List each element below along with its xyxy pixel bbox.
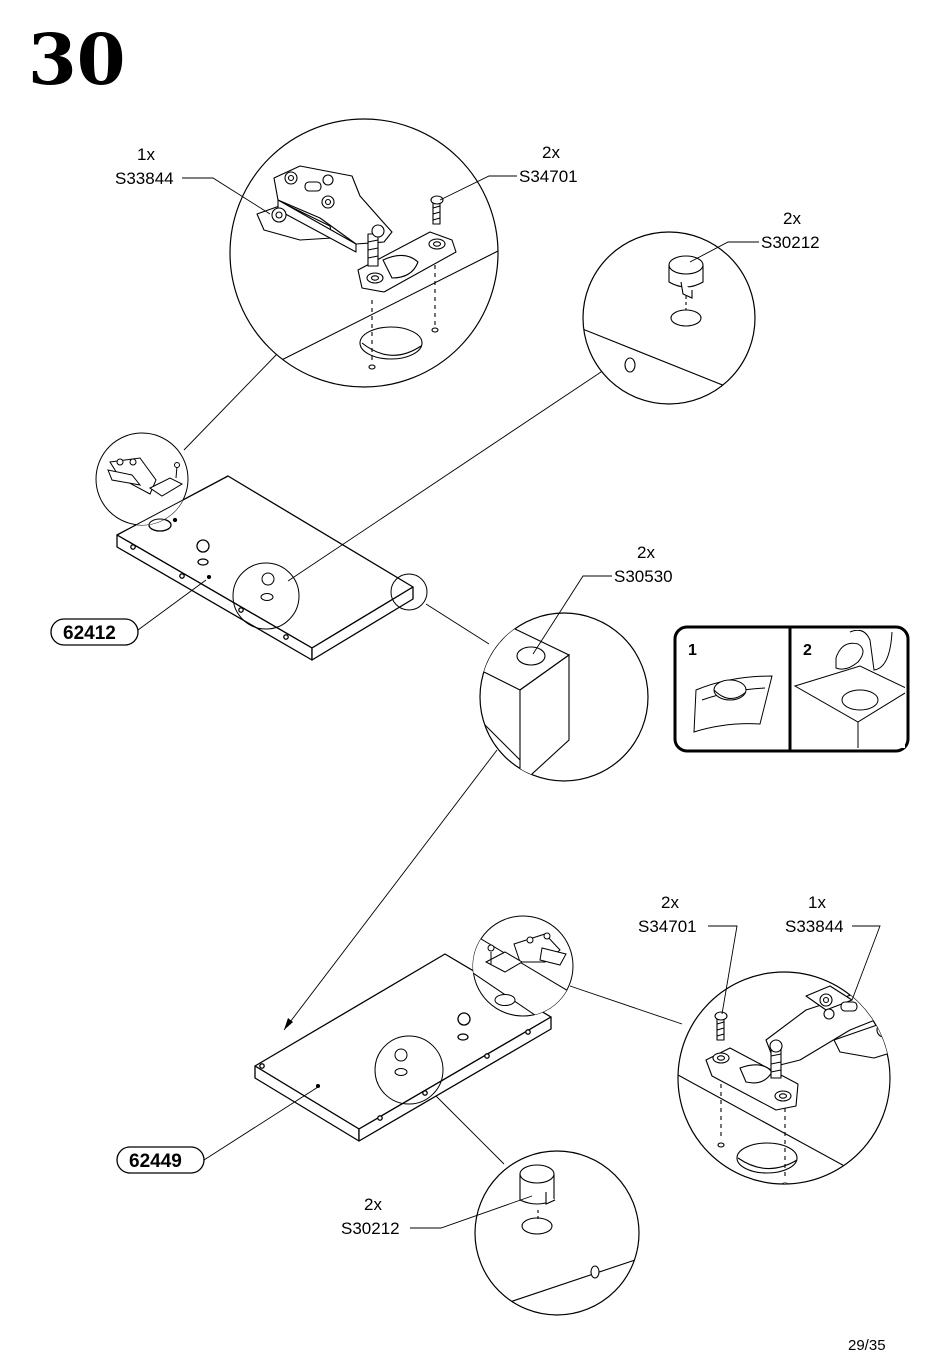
panel-top-side-edge [311,586,414,661]
arrow-head [284,1018,293,1030]
callout-bottom-cam-code: S30212 [341,1219,400,1238]
instruction-step-1: 1 [688,642,697,659]
callout-bottom-cam-qty: 2x [364,1195,382,1214]
callout-top-hinge-code: S33844 [115,169,174,188]
callout-bumper-qty: 2x [637,543,655,562]
callout-bottom-screw-qty: 2x [661,893,679,912]
instruction-box: 1 2 [673,625,910,753]
callout-top-cam-code: S30212 [761,233,820,252]
bumper-sheet-icon [693,675,773,733]
part-label-62449: 62449 [129,1151,182,1172]
part-label-62412-box [50,618,139,646]
step-number: 30 [28,18,125,101]
bumper-detail-content [480,627,571,781]
cam-detail-small-top [232,562,300,630]
cam-detail-top-content [583,255,755,401]
panel-top [116,475,414,661]
hinge-detail-top-content [230,165,498,387]
callout-bottom-screw-code: S34701 [638,917,697,936]
cam-detail-small-bottom [374,1035,444,1105]
callout-top-hinge-qty: 1x [137,145,155,164]
callout-labels: 1x S33844 2x S34701 2x S30212 2x S30530 … [115,143,844,1238]
leader-lines [182,175,881,1229]
cam-mini-icon [261,572,275,586]
instruction-step-2: 2 [803,642,812,659]
connector-lines [183,352,683,1165]
panel-bottom [254,953,552,1142]
cam-fitting-icon [196,539,210,553]
callout-bottom-hinge-qty: 1x [808,893,826,912]
corner-detail-small [390,573,428,611]
part-label-62412: 62412 [63,623,116,644]
callout-top-screw-qty: 2x [542,143,560,162]
cam-fitting-icon-bottom [457,1012,471,1026]
bumper-apply-icon [793,630,905,748]
page-indicator: 29/35 [848,1337,886,1354]
callout-top-cam-qty: 2x [783,209,801,228]
cam-mini-icon-bottom [394,1048,408,1062]
callout-top-screw-code: S34701 [519,167,578,186]
cam-detail-top [582,231,756,405]
cam-detail-bottom [474,1150,640,1316]
callout-bumper-code: S30530 [614,567,673,586]
callout-bottom-hinge-code: S33844 [785,917,844,936]
